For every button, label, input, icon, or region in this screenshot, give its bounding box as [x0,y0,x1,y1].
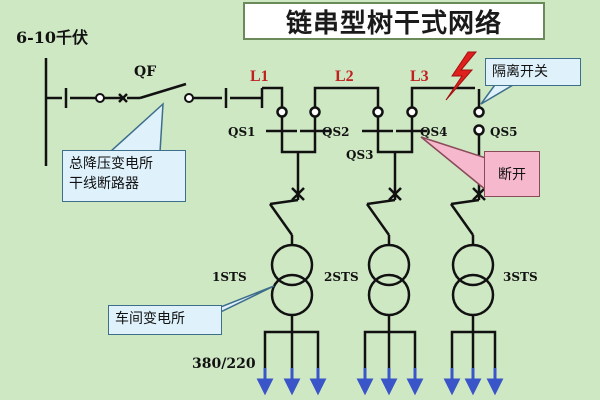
transformer-1-primary [270,243,314,287]
cross-3 [472,187,486,201]
contact-qs5-bottom [473,124,485,136]
terminal-dot [95,93,105,103]
junction-1 [280,131,317,154]
callout-workshop: 车间变电所 [108,305,222,335]
output-arrow-head [356,378,374,396]
output-arrow-head [486,378,504,396]
output-arrow-head [443,378,461,396]
transformer-1-secondary [270,273,314,317]
transformer-label-1: 1STS [212,270,247,284]
transformer-label-3: 3STS [503,270,538,284]
breaker-cross [118,93,128,103]
contact-qs4 [406,106,418,118]
voltage-label: 6-10千伏 [16,28,89,47]
branch-1-blade [269,198,299,206]
cross-1 [291,187,305,201]
branch-2-blade [366,198,396,206]
output-arrow-head [309,378,327,396]
segment-l2 [313,86,380,107]
output-voltage-label: 380/220 [192,356,256,372]
contact-qs1 [276,106,288,118]
blade-2 [365,203,391,236]
output-arrow-head [406,378,424,396]
breaker-blade [139,82,187,100]
switch-label-qs1: QS1 [228,125,256,139]
output-arrow-head [380,378,398,396]
switch-label-qs5: QS5 [490,125,518,139]
callout-main-substation-line2: 干线断路器 [69,176,139,192]
open-arrow-pointer [420,136,487,192]
segment-l1 [262,86,284,107]
contact-qs5-top [473,106,485,118]
transformer-label-2: 2STS [324,270,359,284]
line-label-l2: L2 [335,68,354,85]
blade-3 [449,203,475,236]
cross-2 [388,187,402,201]
segment-l3 [410,86,475,107]
line-label-l1: L1 [250,68,269,85]
output-arrow-head [464,378,482,396]
transformer-2-primary [367,243,411,287]
contact-qs3 [372,106,384,118]
line-label-l3: L3 [410,68,429,85]
callout-main-substation-line1: 总降压变电所 [69,156,153,172]
branch-3-blade [450,198,480,206]
switch-label-qs3: QS3 [346,148,374,162]
output-arrow-head [283,378,301,396]
callout-pointer-substation [108,102,164,153]
callout-isolator: 隔离开关 [485,58,581,86]
junction-2 [376,131,414,154]
transformer-2-secondary [367,273,411,317]
switch-label-qs2: QS2 [322,125,350,139]
breaker-label: QF [134,64,157,80]
blade-1 [268,203,294,236]
lightning-icon [445,51,478,101]
switch-label-qs4: QS4 [420,125,448,139]
output-arrow-head [256,378,274,396]
transformer-3-primary [451,243,495,287]
diagram-title: 链串型树干式网络 [243,2,545,40]
contact-qs2 [309,106,321,118]
transformer-3-secondary [451,273,495,317]
open-tag: 断开 [484,151,540,197]
terminal-dot [184,93,194,103]
callout-main-substation: 总降压变电所 干线断路器 [62,150,186,202]
